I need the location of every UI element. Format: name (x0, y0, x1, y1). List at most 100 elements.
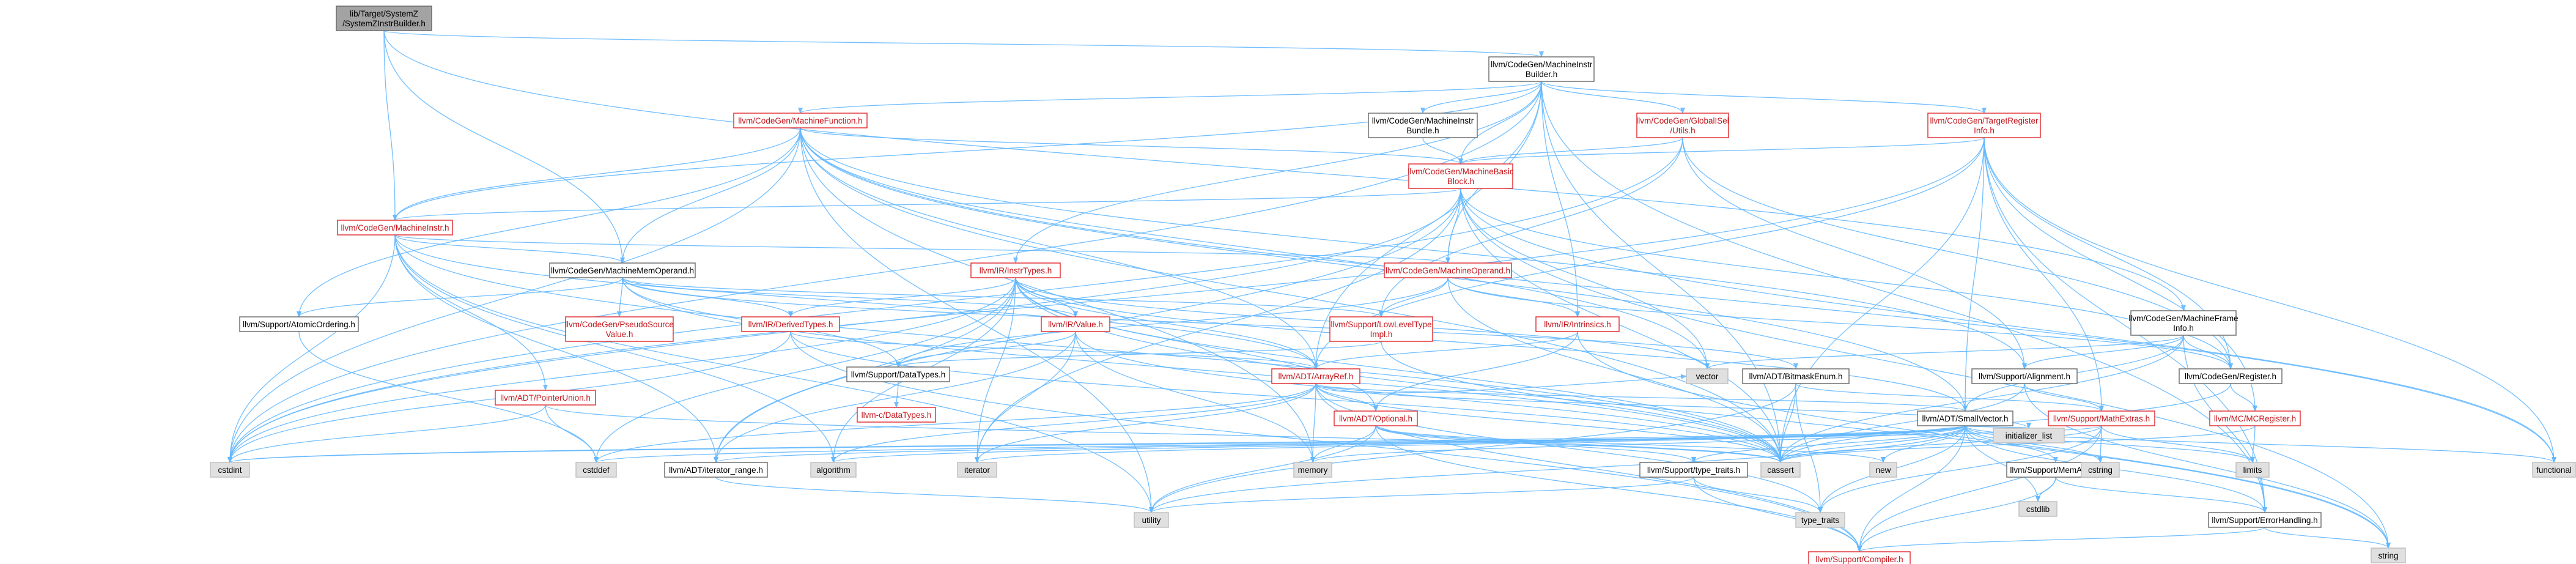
edge-optional-to-typetraits (1375, 425, 1696, 463)
node-root[interactable]: lib/Target/SystemZ/SystemZInstrBuilder.h (336, 6, 432, 31)
node-box (857, 407, 936, 423)
node-box (2235, 462, 2270, 478)
node-cdatatypes[interactable]: llvm-c/DataTypes.h (857, 407, 936, 423)
node-register[interactable]: llvm/CodeGen/Register.h (2179, 368, 2283, 384)
node-optional[interactable]: llvm/ADT/Optional.h (1334, 410, 1418, 426)
node-box (970, 262, 1061, 278)
node-errhandling[interactable]: llvm/Support/ErrorHandling.h (2208, 512, 2322, 528)
node-iterator: iterator (957, 462, 997, 478)
node-irtypes[interactable]: llvm/IR/InstrTypes.h (970, 262, 1061, 278)
node-label: new (1876, 466, 1891, 475)
node-label: llvm/ADT/iterator_range.h (669, 466, 763, 475)
edge-mbb-to-string (1460, 188, 2391, 549)
edge-mbb-to-cassert (1460, 188, 1783, 463)
edge-mathextras-to-cstring (2098, 425, 2103, 463)
node-arrayref[interactable]: llvm/ADT/ArrayRef.h (1271, 368, 1360, 384)
edge-mi-to-cstdint (227, 234, 396, 463)
node-dtypes[interactable]: llvm/IR/DerivedTypes.h (741, 316, 840, 332)
node-label: cstddef (583, 466, 610, 475)
edge-arrayref-to-smallvec (1315, 383, 1968, 412)
node-iterrange[interactable]: llvm/ADT/iterator_range.h (664, 462, 768, 478)
node-label: llvm/Support/MathExtras.h (2053, 414, 2150, 423)
edge-arrayref-to-memory (1310, 383, 1316, 463)
edge-gisel-to-cstdint (227, 137, 1683, 463)
node-mathextras[interactable]: llvm/Support/MathExtras.h (2048, 410, 2155, 426)
node-mfunc[interactable]: llvm/CodeGen/MachineFunction.h (733, 113, 868, 128)
node-box (2048, 410, 2155, 426)
node-label: llvm/CodeGen/MachineMemOperand.h (551, 266, 694, 275)
edge-mfunc-to-mi (393, 127, 801, 221)
node-mmo[interactable]: llvm/CodeGen/MachineMemOperand.h (549, 262, 696, 278)
node-intrinsics[interactable]: llvm/IR/Intrinsics.h (1535, 316, 1620, 332)
node-typetraits[interactable]: llvm/Support/type_traits.h (1639, 462, 1748, 478)
node-label: llvm/CodeGen/MachineInstr (1491, 60, 1593, 69)
edge-irtypes-to-iterator (975, 277, 1016, 463)
node-mi[interactable]: llvm/CodeGen/MachineInstr.h (337, 220, 453, 236)
node-ptrunion[interactable]: llvm/ADT/PointerUnion.h (495, 390, 596, 406)
node-label: llvm/ADT/BitmaskEnum.h (1749, 372, 1842, 381)
node-alignment[interactable]: llvm/Support/Alignment.h (1971, 368, 2078, 384)
edge-mi-to-cassert (394, 234, 1783, 463)
node-box (1334, 410, 1418, 426)
edge-mib-to-intrinsics (1541, 81, 1580, 317)
node-box (1535, 316, 1620, 332)
node-label: iterator (964, 466, 991, 475)
node-bitmask[interactable]: llvm/ADT/BitmaskEnum.h (1742, 368, 1850, 384)
node-datatypes[interactable]: llvm/Support/DataTypes.h (846, 366, 950, 382)
node-gisel[interactable]: llvm/CodeGen/GlobalISel/Utils.h (1636, 113, 1729, 138)
node-smallvec[interactable]: llvm/ADT/SmallVector.h (1917, 410, 2013, 426)
edge-irtypes-to-optional (1015, 277, 1378, 412)
edge-typetraits-to-typetraitsstd (1693, 477, 1823, 513)
edge-alignment-to-string (2024, 383, 2391, 549)
node-label: llvm/IR/Value.h (1048, 320, 1103, 329)
node-box (1917, 410, 2013, 426)
edge-atomic-to-cstddef (298, 331, 599, 463)
node-label: /Utils.h (1670, 126, 1695, 135)
node-label: llvm/Support/Compiler.h (1815, 555, 1903, 564)
node-compiler[interactable]: llvm/Support/Compiler.h (1808, 551, 1911, 564)
node-box (2179, 368, 2283, 384)
node-label: llvm/CodeGen/GlobalISel (1636, 116, 1729, 125)
edge-intrinsics-to-arrayref (1313, 331, 1578, 369)
node-box (1488, 56, 1595, 82)
edge-gisel-to-mbb (1458, 137, 1683, 165)
node-label: Info.h (2173, 324, 2194, 333)
node-box (495, 390, 596, 406)
edge-mfunc-to-functional (800, 127, 2556, 463)
edge-dtypes-to-arrayref (790, 331, 1318, 369)
edge-mibundle-to-mbb (1422, 137, 1463, 165)
edge-irtypes-to-cassert (1015, 277, 1783, 463)
node-mop[interactable]: llvm/CodeGen/MachineOperand.h (1384, 262, 1512, 278)
node-label: llvm/Support/ErrorHandling.h (2212, 516, 2317, 525)
node-box (337, 220, 453, 236)
node-box (957, 462, 997, 478)
node-label: Value.h (606, 330, 633, 339)
node-box (1041, 316, 1110, 332)
edge-smallvec-to-cstdlib (1965, 425, 2040, 502)
node-label: llvm/CodeGen/MachineInstr.h (341, 223, 449, 232)
edge-value-to-iterrange (714, 331, 1076, 463)
edge-arrayref-to-cassert (1315, 383, 1783, 463)
edge-mi-to-mmo (394, 234, 625, 264)
node-label: llvm/CodeGen/MachineFunction.h (738, 116, 862, 125)
edge-mib-to-mfunc (798, 81, 1542, 114)
node-mcregister[interactable]: llvm/MC/MCRegister.h (2209, 410, 2301, 426)
node-value[interactable]: llvm/IR/Value.h (1041, 316, 1110, 332)
node-label: vector (1696, 372, 1719, 381)
edge-mbb-to-mi (393, 188, 1461, 221)
edge-mop-to-register (1447, 277, 2233, 369)
node-label: llvm/Support/DataTypes.h (851, 370, 946, 379)
edge-bitmask-to-typetraitsstd (1795, 383, 1823, 513)
node-box (664, 462, 768, 478)
node-box (1408, 163, 1513, 189)
node-utility: utility (1134, 512, 1169, 528)
node-atomic[interactable]: llvm/Support/AtomicOrdering.h (239, 316, 359, 332)
